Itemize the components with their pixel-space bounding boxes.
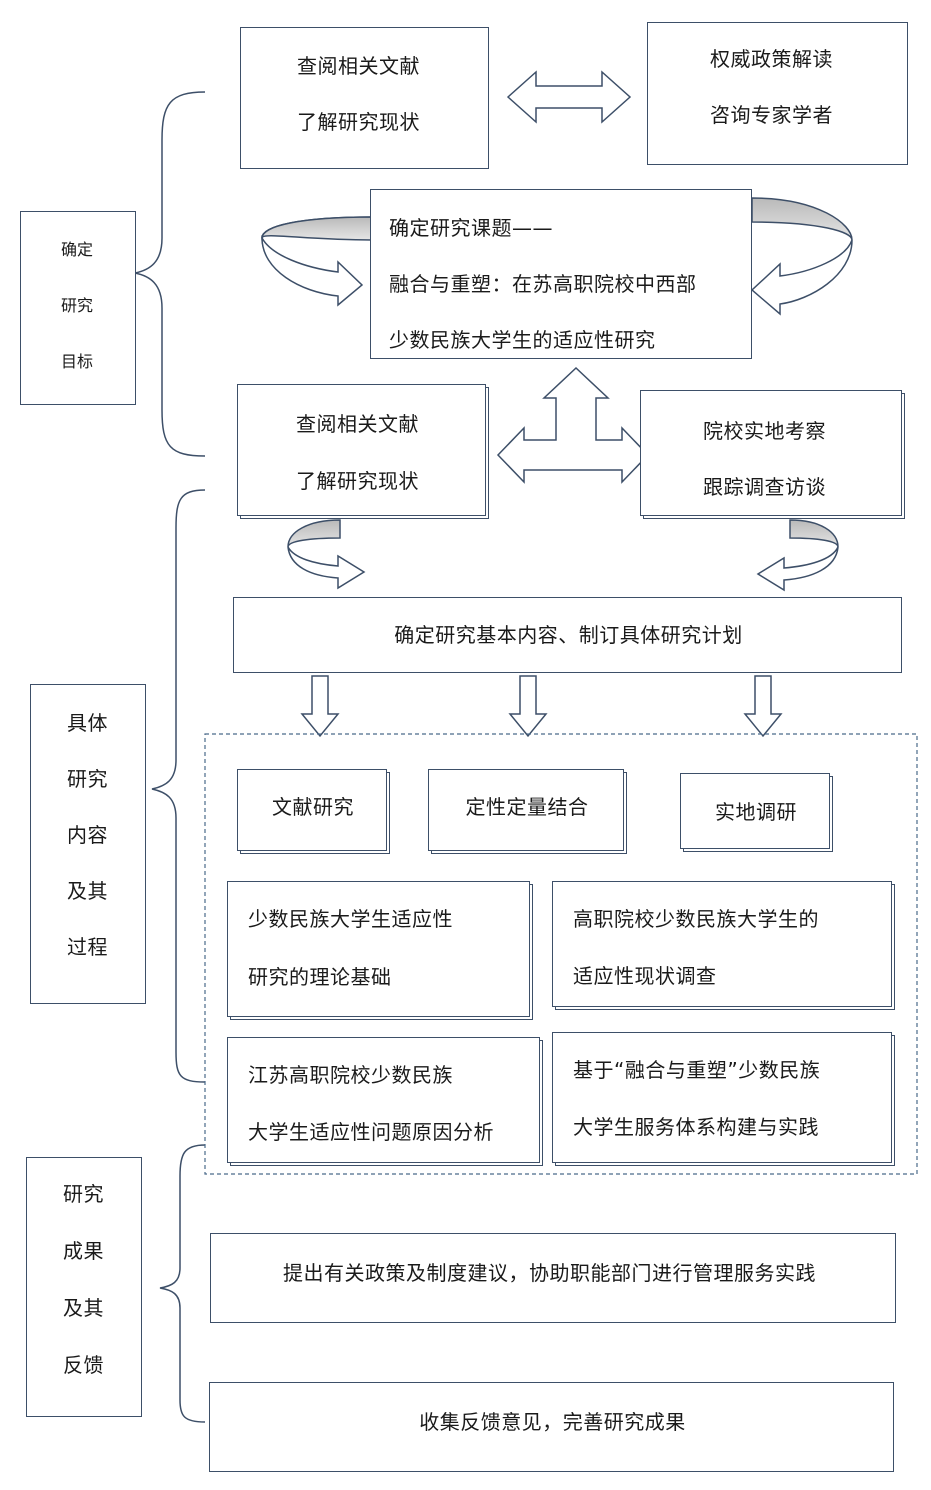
label-content-3: 内容 (67, 823, 108, 847)
label-goal-1: 确定 (61, 240, 94, 259)
content-theory-line1: 少数民族大学生适应性 (248, 907, 453, 931)
result-policy-box: 提出有关政策及制度建议，协助职能部门进行管理服务实践 (210, 1233, 896, 1323)
label-goal-box: 确定 研究 目标 (20, 211, 136, 405)
mid-field-box: 院校实地考察 跟踪调查访谈 (640, 390, 902, 516)
brace-results (159, 1144, 206, 1423)
t-arrow-middle (496, 366, 650, 484)
label-results-3: 及其 (63, 1296, 104, 1320)
curved-arrow-right-top (751, 197, 853, 241)
top-policy-line1: 权威政策解读 (710, 47, 833, 71)
content-cause-box: 江苏高职院校少数民族 大学生适应性问题原因分析 (227, 1037, 540, 1163)
method-literature-text: 文献研究 (272, 795, 354, 819)
curved-arrow-right-mid (789, 519, 839, 548)
label-results-1: 研究 (63, 1182, 104, 1206)
method-mixed-box: 定性定量结合 (428, 769, 624, 851)
label-results-2: 成果 (63, 1239, 104, 1263)
top-policy-box: 权威政策解读 咨询专家学者 (647, 22, 908, 165)
method-mixed-text: 定性定量结合 (465, 795, 589, 819)
content-service-line1: 基于“融合与重塑”少数民族 (573, 1058, 821, 1082)
result-feedback-text: 收集反馈意见，完善研究成果 (419, 1410, 686, 1434)
label-results-4: 反馈 (63, 1353, 104, 1377)
brace-content (151, 489, 206, 1083)
method-literature-box: 文献研究 (237, 769, 387, 851)
label-results-box: 研究 成果 及其 反馈 (26, 1157, 142, 1417)
label-content-2: 研究 (67, 767, 108, 791)
top-literature-box: 查阅相关文献 了解研究现状 (240, 27, 489, 169)
content-cause-line2: 大学生适应性问题原因分析 (248, 1120, 494, 1144)
mid-field-line2: 跟踪调查访谈 (703, 475, 826, 499)
label-goal-2: 研究 (61, 296, 94, 315)
method-field-text: 实地调研 (715, 800, 797, 824)
top-literature-line1: 查阅相关文献 (297, 54, 420, 78)
content-survey-line2: 适应性现状调查 (573, 964, 717, 988)
mid-literature-line1: 查阅相关文献 (296, 412, 419, 436)
mid-field-line1: 院校实地考察 (703, 419, 826, 443)
plan-text: 确定研究基本内容、制订具体研究计划 (394, 623, 743, 647)
down-arrow-2 (508, 675, 548, 738)
top-literature-line2: 了解研究现状 (297, 110, 420, 134)
content-survey-box: 高职院校少数民族大学生的 适应性现状调查 (552, 881, 892, 1007)
content-survey-line1: 高职院校少数民族大学生的 (573, 907, 819, 931)
label-content-1: 具体 (67, 711, 108, 735)
dashed-content-frame (204, 733, 918, 1175)
double-arrow-top (506, 70, 632, 124)
content-service-box: 基于“融合与重塑”少数民族 大学生服务体系构建与实践 (552, 1032, 892, 1163)
mid-literature-line2: 了解研究现状 (296, 469, 419, 493)
topic-line1: 确定研究课题—— (389, 216, 553, 240)
label-content-5: 过程 (67, 935, 108, 959)
content-theory-box: 少数民族大学生适应性 研究的理论基础 (227, 881, 530, 1017)
label-content-box: 具体 研究 内容 及其 过程 (30, 684, 146, 1004)
topic-box: 确定研究课题—— 融合与重塑：在苏高职院校中西部 少数民族大学生的适应性研究 (370, 189, 752, 359)
curved-arrow-left-mid (287, 519, 341, 548)
down-arrow-1 (300, 675, 340, 738)
plan-box: 确定研究基本内容、制订具体研究计划 (233, 597, 902, 673)
top-policy-line2: 咨询专家学者 (710, 103, 833, 127)
mid-literature-box: 查阅相关文献 了解研究现状 (237, 384, 486, 516)
result-feedback-box: 收集反馈意见，完善研究成果 (209, 1382, 894, 1472)
topic-line2: 融合与重塑：在苏高职院校中西部 (389, 272, 697, 296)
topic-line3: 少数民族大学生的适应性研究 (389, 328, 656, 352)
label-goal-3: 目标 (61, 352, 94, 371)
content-theory-line2: 研究的理论基础 (248, 965, 392, 989)
method-field-box: 实地调研 (680, 773, 830, 849)
down-arrow-3 (743, 675, 783, 738)
label-content-4: 及其 (67, 879, 108, 903)
brace-goal (134, 91, 206, 457)
result-policy-text: 提出有关政策及制度建议，协助职能部门进行管理服务实践 (283, 1261, 816, 1285)
content-cause-line1: 江苏高职院校少数民族 (248, 1063, 453, 1087)
content-service-line2: 大学生服务体系构建与实践 (573, 1115, 819, 1139)
